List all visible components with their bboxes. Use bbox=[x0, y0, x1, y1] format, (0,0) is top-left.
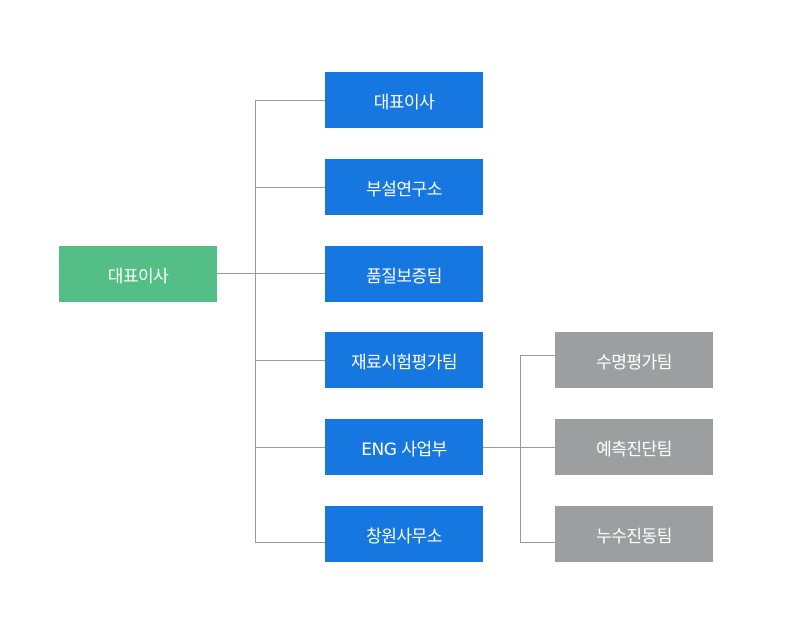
connector-team-1 bbox=[520, 447, 555, 448]
connector-dept-4 bbox=[255, 447, 325, 448]
connector-root-to-trunk bbox=[217, 273, 255, 274]
dept-node-research-lab: 부설연구소 bbox=[325, 159, 483, 215]
team-node-label: 누수진동팀 bbox=[596, 526, 672, 547]
connector-dept-2 bbox=[255, 273, 325, 274]
connector-team-2 bbox=[520, 542, 555, 543]
dept-node-quality-assurance: 품질보증팀 bbox=[325, 246, 483, 302]
team-node-predictive-diagnosis: 예측진단팀 bbox=[555, 419, 713, 475]
team-node-label: 예측진단팀 bbox=[596, 439, 672, 460]
connector-team-0 bbox=[520, 355, 555, 356]
dept-node-label: 재료시험평가팀 bbox=[351, 352, 457, 373]
connector-dept-3 bbox=[255, 360, 325, 361]
dept-node-label: ENG 사업부 bbox=[361, 439, 447, 460]
connector-eng-to-branch bbox=[483, 447, 520, 448]
connector-dept-5 bbox=[255, 542, 325, 543]
team-node-life-assessment: 수명평가팀 bbox=[555, 332, 713, 388]
dept-node-label: 대표이사 bbox=[373, 92, 435, 113]
dept-node-label: 품질보증팀 bbox=[366, 266, 442, 287]
team-node-label: 수명평가팀 bbox=[596, 352, 672, 373]
root-node-ceo: 대표이사 bbox=[59, 246, 217, 302]
dept-node-material-testing: 재료시험평가팀 bbox=[325, 332, 483, 388]
dept-node-label: 창원사무소 bbox=[366, 526, 442, 547]
dept-node-label: 부설연구소 bbox=[366, 179, 442, 200]
connector-dept-1 bbox=[255, 187, 325, 188]
dept-node-changwon-office: 창원사무소 bbox=[325, 506, 483, 562]
connector-eng-branch bbox=[520, 355, 521, 542]
dept-node-ceo: 대표이사 bbox=[325, 72, 483, 128]
root-node-label: 대표이사 bbox=[107, 266, 169, 287]
connector-dept-0 bbox=[255, 100, 325, 101]
team-node-leak-vibration: 누수진동팀 bbox=[555, 506, 713, 562]
dept-node-eng-division: ENG 사업부 bbox=[325, 419, 483, 475]
connector-trunk bbox=[255, 100, 256, 542]
